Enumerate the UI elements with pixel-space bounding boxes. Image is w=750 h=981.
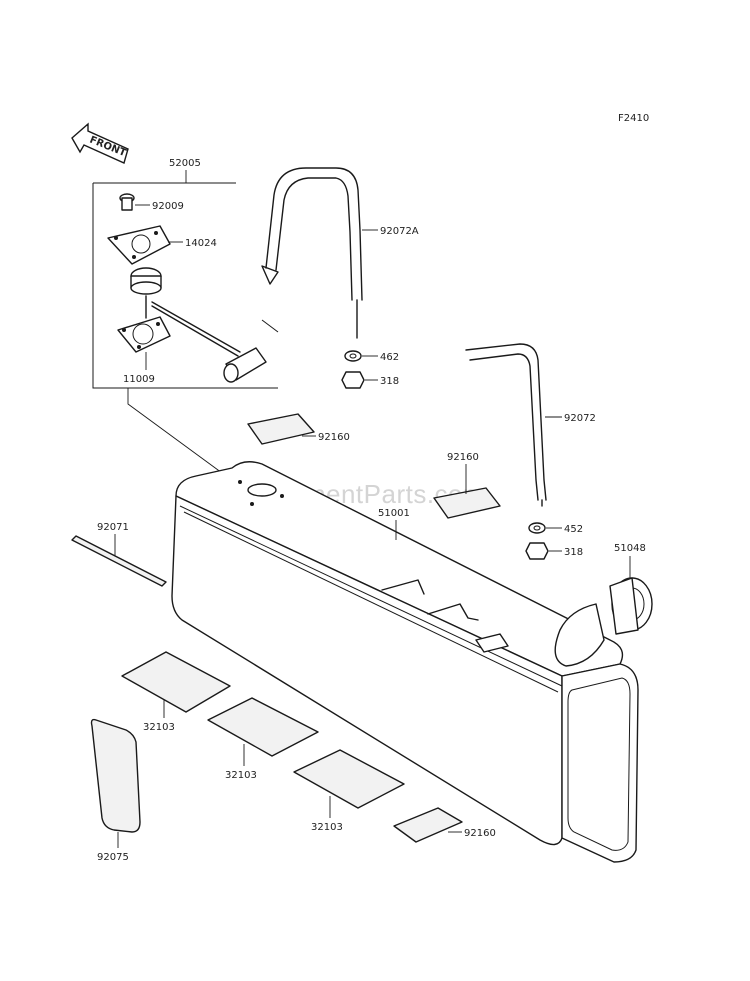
fuel-tank-51001 bbox=[171, 461, 639, 863]
front-arrow-icon: FRONT bbox=[71, 122, 129, 164]
label-462: 462 bbox=[380, 352, 399, 363]
washer-452-lower bbox=[528, 522, 562, 534]
label-318-upper: 318 bbox=[380, 376, 399, 387]
pad-32103-c bbox=[293, 749, 405, 818]
pad-92160-bottom bbox=[393, 807, 463, 843]
label-32103-c: 32103 bbox=[311, 822, 343, 833]
pad-92160-top bbox=[247, 413, 316, 445]
strap-92072A bbox=[261, 167, 378, 339]
label-92075: 92075 bbox=[97, 852, 129, 863]
pad-92075 bbox=[90, 718, 141, 848]
nut-318-lower bbox=[525, 542, 562, 560]
label-11009: 11009 bbox=[123, 374, 155, 385]
label-32103-b: 32103 bbox=[225, 770, 257, 781]
tank-cap-51048 bbox=[609, 556, 653, 635]
label-92160-middle: 92160 bbox=[447, 452, 479, 463]
label-32103-a: 32103 bbox=[143, 722, 175, 733]
kit-bracket bbox=[92, 170, 279, 389]
label-92009: 92009 bbox=[152, 201, 184, 212]
bolt-92009 bbox=[119, 193, 150, 211]
label-92072A: 92072A bbox=[380, 226, 419, 237]
pad-92160-middle bbox=[433, 464, 501, 519]
label-51048: 51048 bbox=[614, 543, 646, 554]
label-92071: 92071 bbox=[97, 522, 129, 533]
gauge-plate-11009 bbox=[117, 295, 267, 383]
pad-32103-b bbox=[207, 697, 319, 766]
kit-leader bbox=[127, 388, 249, 493]
strip-92071 bbox=[71, 534, 167, 587]
figure-code: F2410 bbox=[618, 113, 649, 124]
label-92072: 92072 bbox=[564, 413, 596, 424]
label-14024: 14024 bbox=[185, 238, 217, 249]
label-318-lower: 318 bbox=[564, 547, 583, 558]
label-452: 452 bbox=[564, 524, 583, 535]
label-51001: 51001 bbox=[378, 508, 410, 519]
pad-32103-a bbox=[121, 651, 231, 718]
gasket-14024 bbox=[107, 225, 183, 265]
nut-318-upper bbox=[341, 371, 378, 389]
washer-462-upper bbox=[344, 350, 378, 362]
label-52005: 52005 bbox=[169, 158, 201, 169]
fuel-gauge-cap bbox=[130, 267, 162, 295]
label-92160-top: 92160 bbox=[318, 432, 350, 443]
label-92160-bottom: 92160 bbox=[464, 828, 496, 839]
strap-92072 bbox=[465, 343, 562, 507]
